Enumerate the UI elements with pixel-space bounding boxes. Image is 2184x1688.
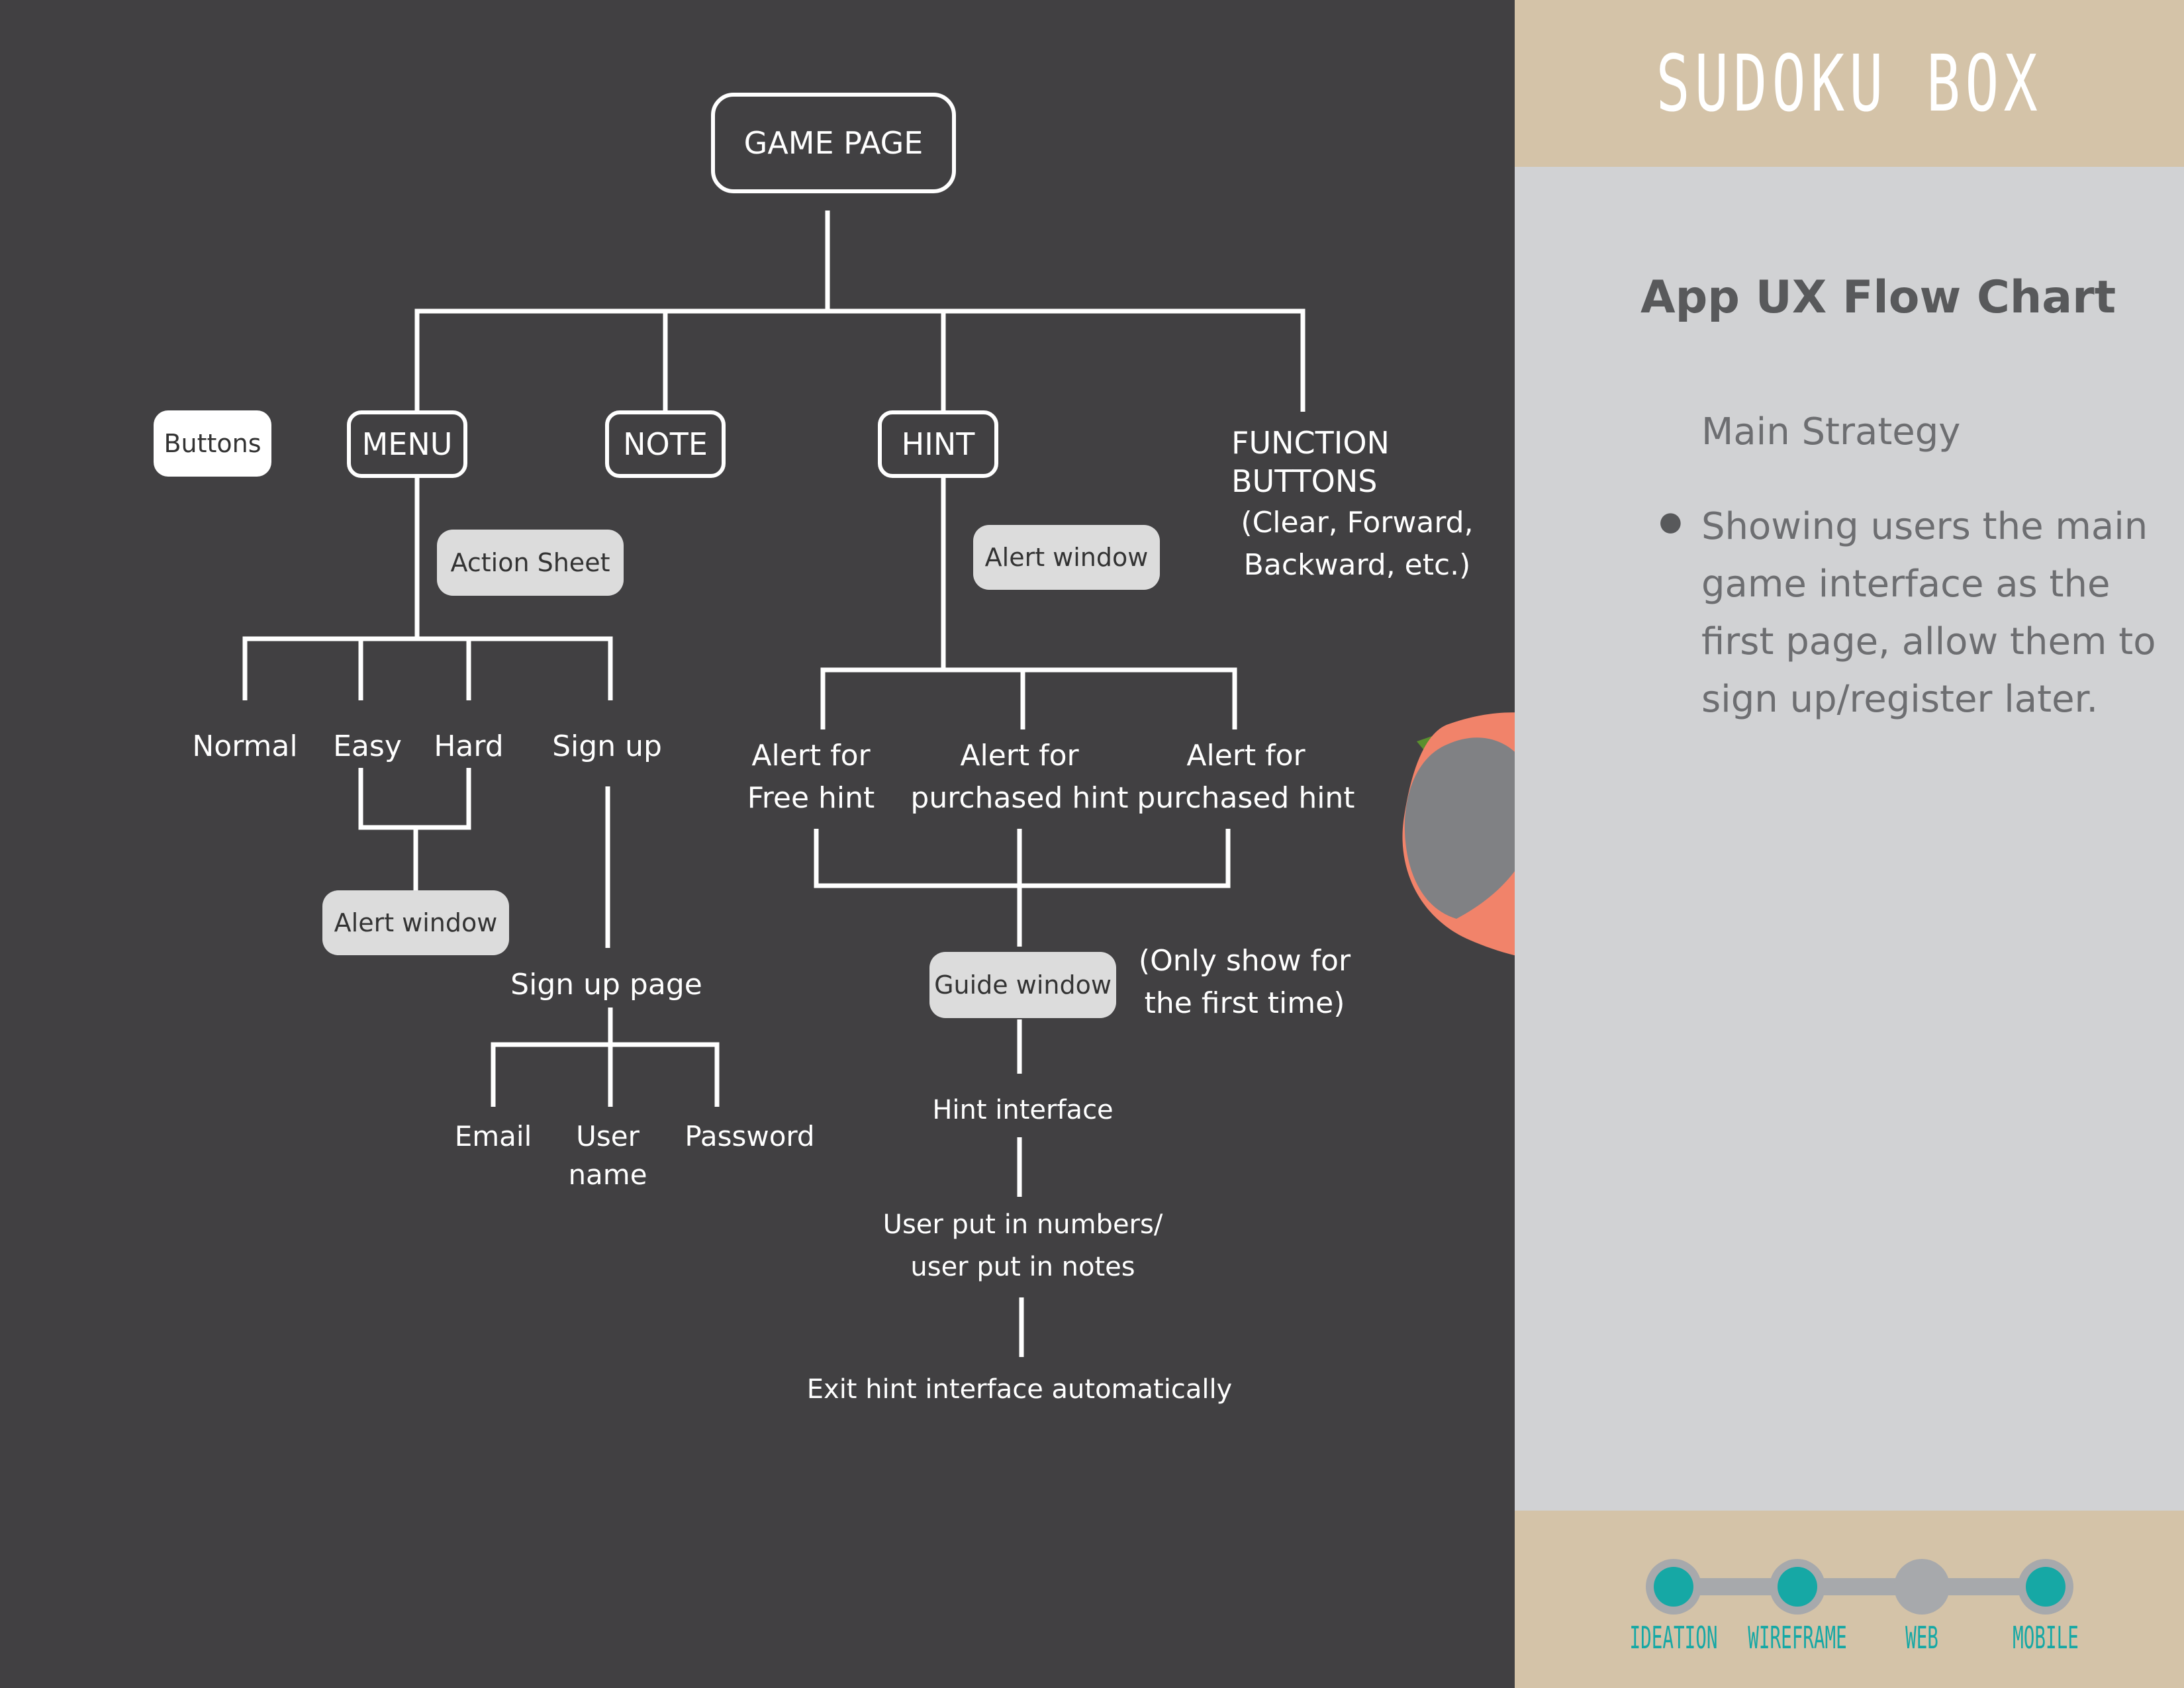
game-page-node: GAME PAGE — [711, 93, 956, 193]
step-wireframe[interactable]: WIREFRAME — [1748, 1620, 1847, 1656]
hint-node: HINT — [878, 410, 998, 478]
step-mobile[interactable]: MOBILE — [2013, 1620, 2079, 1656]
hint-interface-label: Hint interface — [932, 1095, 1114, 1125]
menu-item-hard: Hard — [434, 729, 504, 763]
page-heading: App UX Flow Chart — [1640, 271, 2116, 324]
sidebar-header: SUDOKU BOX — [1515, 0, 2184, 167]
action-sheet-pill: Action Sheet — [437, 530, 624, 596]
alert-free-hint: Alert for Free hint — [747, 739, 875, 815]
field-password: Password — [685, 1120, 815, 1152]
bullet-icon: ● — [1659, 506, 1682, 537]
sudoku-box-logo: SUDOKU BOX — [1656, 38, 2043, 129]
function-buttons-detail: (Clear, Forward, Backward, etc.) — [1241, 506, 1474, 582]
menu-item-normal: Normal — [192, 729, 298, 763]
buttons-legend: Buttons — [154, 410, 271, 477]
connector-lines — [242, 211, 1515, 1357]
progress-footer: IDEATION WIREFRAME WEB MOBILE — [1515, 1511, 2184, 1688]
menu-node: MENU — [347, 410, 467, 478]
step-web[interactable]: WEB — [1905, 1620, 1938, 1656]
strategy-bullet-text: Showing users the main game interface as… — [1701, 505, 2156, 721]
alert-purchased-hint-1: Alert for purchased hint — [910, 739, 1129, 815]
guide-window-note: (Only show for the first time) — [1138, 944, 1351, 1020]
note-node: NOTE — [605, 410, 726, 478]
user-input-label: User put in numbers/ user put in notes — [882, 1209, 1163, 1282]
sign-up-page-label: Sign up page — [510, 968, 702, 1002]
progress-track — [1646, 1559, 2073, 1615]
step-ideation[interactable]: IDEATION — [1629, 1620, 1718, 1656]
hint-alert-window-pill: Alert window — [973, 525, 1160, 590]
guide-window-pill: Guide window — [929, 952, 1116, 1018]
main-strategy-subheading: Main Strategy — [1701, 410, 1961, 453]
menu-item-easy: Easy — [333, 729, 402, 763]
field-username: User name — [568, 1120, 647, 1191]
alert-purchased-hint-2: Alert for purchased hint — [1137, 739, 1355, 815]
menu-item-sign-up: Sign up — [552, 729, 662, 763]
exit-hint-label: Exit hint interface automatically — [806, 1374, 1233, 1405]
menu-alert-window-pill: Alert window — [322, 890, 509, 955]
field-email: Email — [454, 1120, 532, 1152]
flow-chart-canvas: GAME PAGE Buttons MENU NOTE HINT FUNCTIO… — [154, 93, 1515, 1405]
tomato-icon — [1402, 712, 1515, 956]
sidebar: SUDOKU BOX App UX Flow Chart Main Strate… — [1515, 0, 2184, 1688]
function-buttons-label: FUNCTION BUTTONS — [1231, 425, 1390, 499]
